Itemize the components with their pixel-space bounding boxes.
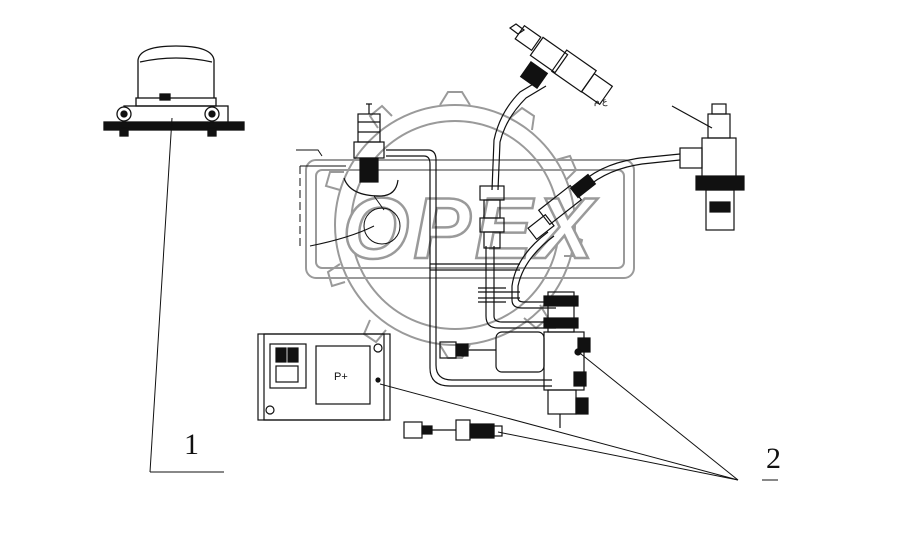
fitting-left	[343, 103, 399, 197]
ecu-module: P+	[257, 333, 391, 421]
ecu-label: P+	[334, 371, 348, 383]
callout-1-leader	[149, 117, 224, 473]
part-1-relay	[103, 45, 245, 137]
injector-right	[671, 103, 745, 231]
callout-number-1: 1	[184, 428, 199, 461]
connector-upper	[439, 341, 496, 359]
watermark: OPEX	[305, 91, 635, 359]
callout-2-leaders	[379, 349, 778, 481]
valve-block	[495, 291, 591, 428]
injector-top: ع م	[508, 23, 614, 107]
pipe-network	[386, 79, 681, 387]
sensor-bottom	[403, 419, 503, 441]
injector-tag: ع م	[594, 96, 608, 107]
housing-left	[296, 149, 401, 250]
callout-number-2: 2	[766, 442, 781, 475]
coupling-center	[478, 185, 506, 303]
watermark-banner	[305, 159, 635, 279]
coupling-diagonal	[527, 173, 597, 241]
watermark-text: OPEX	[343, 181, 599, 277]
